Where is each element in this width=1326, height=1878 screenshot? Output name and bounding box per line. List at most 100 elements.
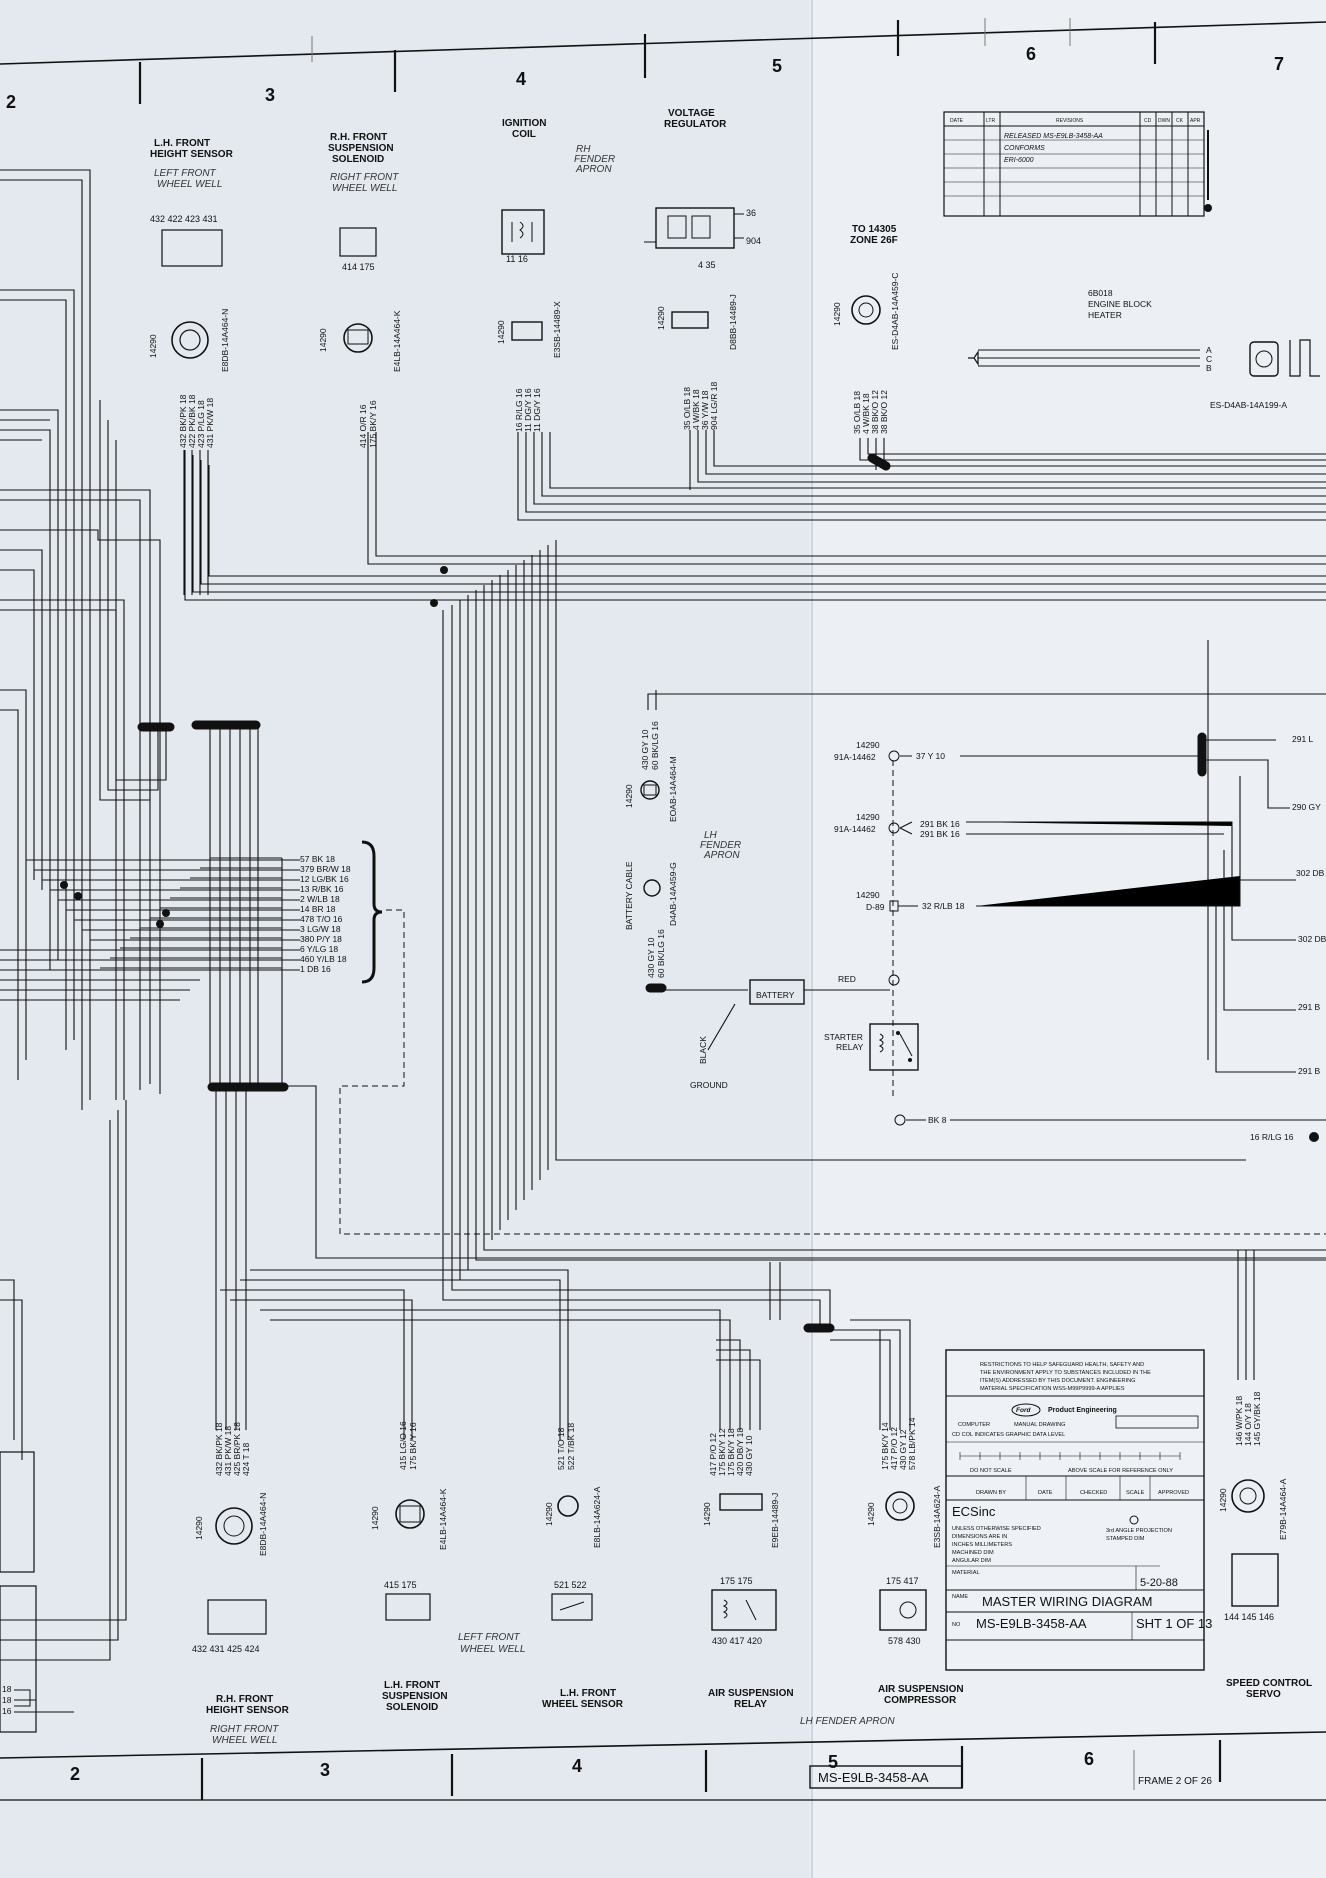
splice-number: 14290 xyxy=(856,740,880,750)
unless-line: MACHINED DIM xyxy=(952,1550,994,1556)
connector-part-number: ES-D4AB-14A199-A xyxy=(1210,400,1287,410)
component-title-line: AIR SUSPENSION xyxy=(708,1688,794,1699)
relay-pins-top: 175 175 xyxy=(720,1576,753,1586)
starter-relay-label: RELAY xyxy=(836,1042,864,1052)
component-title-line: SPEED CONTROL xyxy=(1226,1678,1312,1689)
component-title-line: 6B018 xyxy=(1088,288,1113,298)
approved-label: APPROVED xyxy=(1158,1490,1189,1496)
connector-part-number: E8DB-14A464-N xyxy=(258,1493,268,1556)
wire-label: 578 LB/PK 14 xyxy=(907,1417,917,1470)
wire-label: 144 O/Y 18 xyxy=(1243,1403,1253,1446)
location-line: LH xyxy=(704,830,718,841)
splice-wire: 32 R/LB 18 xyxy=(922,901,965,911)
unless-line: DIMENSIONS ARE IN xyxy=(952,1534,1007,1540)
wire-label: 38 BK/O 12 xyxy=(879,390,889,434)
location-line: APRON xyxy=(703,850,740,861)
heater-pin: A xyxy=(1206,345,1212,355)
connector-number: 14290 xyxy=(866,1502,876,1526)
wire-label: 38 BK/O 12 xyxy=(870,390,880,434)
connector-part-number: E4LB-14A464-K xyxy=(392,310,402,372)
connector-part-number: D4AB-14A459-G xyxy=(668,862,678,926)
connector-number: 14290 xyxy=(370,1506,380,1530)
connector-part-number: E8LB-14A624-A xyxy=(592,1486,602,1548)
bottom-part-number-box: MS-E9LB-3458-AA xyxy=(809,1765,963,1789)
lh-front-suspension-solenoid: 415 LG/O 16 175 BK/Y 16 14290 E4LB-14A46… xyxy=(370,1421,525,1713)
bundle-wire-label: 460 Y/LB 18 xyxy=(300,954,347,964)
checked-label: CHECKED xyxy=(1080,1490,1107,1496)
component-title-line: HEIGHT SENSOR xyxy=(150,149,234,160)
compressor-pins-top: 175 417 xyxy=(886,1576,919,1586)
wire-label: 11 DG/Y 16 xyxy=(532,388,542,432)
bundle-wire-label: 2 W/LB 18 xyxy=(300,894,340,904)
dashed-lines xyxy=(339,760,1326,1235)
splice-part: D-89 xyxy=(866,902,885,912)
zone-number-top: 4 xyxy=(516,69,526,89)
wire-label: 145 GY/BK 18 xyxy=(1252,1391,1262,1446)
unless-line: ANGULAR DIM xyxy=(952,1558,991,1564)
wire-label: 423 P/LG 18 xyxy=(196,400,206,448)
component-location-line: WHEEL WELL xyxy=(460,1644,525,1655)
component-title-line: WHEEL SENSOR xyxy=(542,1699,624,1710)
wire-label: 35 O/LB 18 xyxy=(682,387,692,430)
component-location-line: LEFT FRONT xyxy=(458,1632,521,1643)
edge-wire-label: 291 B xyxy=(1298,1066,1321,1076)
splice-part: 91A-14462 xyxy=(834,824,876,834)
manual-option: MANUAL DRAWING xyxy=(1014,1422,1066,1428)
bundle-wire-label: 13 R/BK 16 xyxy=(300,884,344,894)
wire-label: 175 BK/Y 14 xyxy=(880,1422,890,1470)
scale-label: SCALE xyxy=(1126,1490,1145,1496)
bundle-wire-label: 380 P/Y 18 xyxy=(300,934,342,944)
component-location-line: LEFT FRONT xyxy=(154,168,217,179)
wire-label: 175 BK/Y 16 xyxy=(368,400,378,448)
component-title-line: SUSPENSION xyxy=(382,1691,448,1702)
rev-entry-line: RELEASED MS-E9LB-3458-AA xyxy=(1004,133,1103,140)
connector-part-number: ES-D4AB-14A459-C xyxy=(890,273,900,350)
wire-label: 904 LG/R 18 xyxy=(709,382,719,430)
wire-label: 414 O/R 16 xyxy=(358,404,368,448)
wire-label: 430 GY 10 xyxy=(744,1435,754,1476)
component-location-line: WHEEL WELL xyxy=(157,179,222,190)
component-title-line: IGNITION xyxy=(502,118,546,129)
battery-cable-label: BATTERY CABLE xyxy=(624,861,634,930)
wire-label: 35 O/LB 18 xyxy=(852,391,862,434)
rh-front-height-sensor: 432 BK/PK 18 431 PK/W 18 425 BR/PK 18 42… xyxy=(192,1422,290,1746)
component-title-line: COIL xyxy=(512,129,536,140)
connector-number: 14290 xyxy=(148,334,158,358)
component-pin-numbers: 415 175 xyxy=(384,1580,417,1590)
splice-group: 14290 91A-14462 37 Y 10 14290 91A-14462 … xyxy=(834,740,1241,912)
wire-label: 432 BK/PK 18 xyxy=(214,1422,224,1476)
rev-col-apr: APR xyxy=(1190,118,1201,124)
wire-label: 431 PK/W 18 xyxy=(205,398,215,448)
date-value: 5-20-88 xyxy=(1140,1577,1178,1589)
projection-line: STAMPED DIM xyxy=(1106,1536,1145,1542)
component-location-line: WHEEL WELL xyxy=(212,1735,277,1746)
zone-number-top: 7 xyxy=(1274,54,1284,74)
bottom-zone-border xyxy=(0,1731,1326,1801)
air-suspension-relay: 417 P/O 12 175 BK/Y 12 175 BK/Y 18 420 D… xyxy=(702,1428,794,1710)
zone-number-bottom: 2 xyxy=(70,1764,80,1784)
rev-col-dwn: DWN xyxy=(1158,118,1170,124)
splice-number: 14290 xyxy=(856,812,880,822)
title-block: RESTRICTIONS TO HELP SAFEGUARD HEALTH, S… xyxy=(945,1349,1212,1671)
component-title-line: L.H. FRONT xyxy=(154,138,210,149)
frame-number: FRAME 2 OF 26 xyxy=(1138,1776,1212,1787)
component-title-line: ZONE 26F xyxy=(850,235,898,246)
wire-label: 4 W/BK 18 xyxy=(691,389,701,430)
edge-wire-label: 18 xyxy=(2,1695,12,1705)
connector-number: 14290 xyxy=(702,1502,712,1526)
component-title-line: HEATER xyxy=(1088,310,1122,320)
connector-number: 14290 xyxy=(194,1516,204,1540)
air-suspension-compressor: 175 BK/Y 14 417 P/O 12 430 GY 12 578 LB/… xyxy=(866,1417,964,1706)
heater-pin: B xyxy=(1206,363,1212,373)
wire-label: 146 W/PK 18 xyxy=(1234,1396,1244,1446)
component-title-line: VOLTAGE xyxy=(668,108,715,119)
battery: BATTERY RED BLACK GROUND xyxy=(690,974,856,1090)
component-title-line: ENGINE BLOCK xyxy=(1088,299,1152,309)
zone-number-top: 5 xyxy=(772,56,782,76)
edge-wire-label: 290 GY xyxy=(1292,802,1321,812)
material-label: MATERIAL xyxy=(952,1570,980,1576)
connector-part-number: E9EB-14489-J xyxy=(770,1493,780,1548)
wire-label: 11 DG/Y 16 xyxy=(523,388,533,432)
drawn-by-label: DRAWN BY xyxy=(976,1490,1006,1496)
